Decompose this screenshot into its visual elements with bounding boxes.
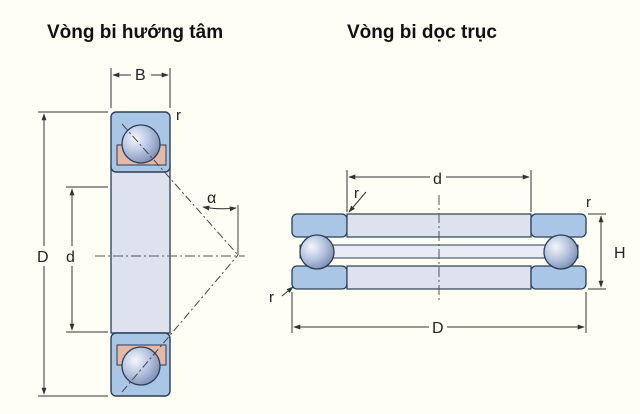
radial-inner-race bbox=[110, 164, 171, 334]
width-label: B bbox=[135, 67, 146, 84]
bore-label: d bbox=[66, 249, 75, 266]
thrust-radius-top-right: r bbox=[586, 194, 591, 211]
thrust-outer-diameter-label: D bbox=[432, 320, 444, 337]
thrust-ball-right bbox=[543, 234, 579, 270]
radial-ball-bottom bbox=[121, 346, 161, 386]
thrust-radius-top-left: r bbox=[354, 185, 359, 202]
radial-bearing-title: Vòng bi hướng tâm bbox=[47, 22, 224, 43]
thrust-bearing-title: Vòng bi dọc trục bbox=[347, 22, 497, 43]
thrust-radius-bottom-left: r bbox=[269, 289, 274, 306]
radial-top-section bbox=[110, 111, 171, 173]
radial-bearing: α B r D d bbox=[35, 65, 245, 397]
thrust-height-label: H bbox=[614, 245, 626, 262]
thrust-ball-left bbox=[299, 234, 335, 270]
radial-ball-top bbox=[121, 124, 161, 164]
thrust-bearing: d r r r H D bbox=[269, 167, 629, 337]
radial-bottom-section bbox=[110, 332, 171, 397]
angle-label: α bbox=[207, 190, 216, 207]
outer-diameter-label: D bbox=[37, 249, 49, 266]
radial-radius-label: r bbox=[176, 107, 181, 124]
thrust-bore-label: d bbox=[433, 171, 442, 188]
